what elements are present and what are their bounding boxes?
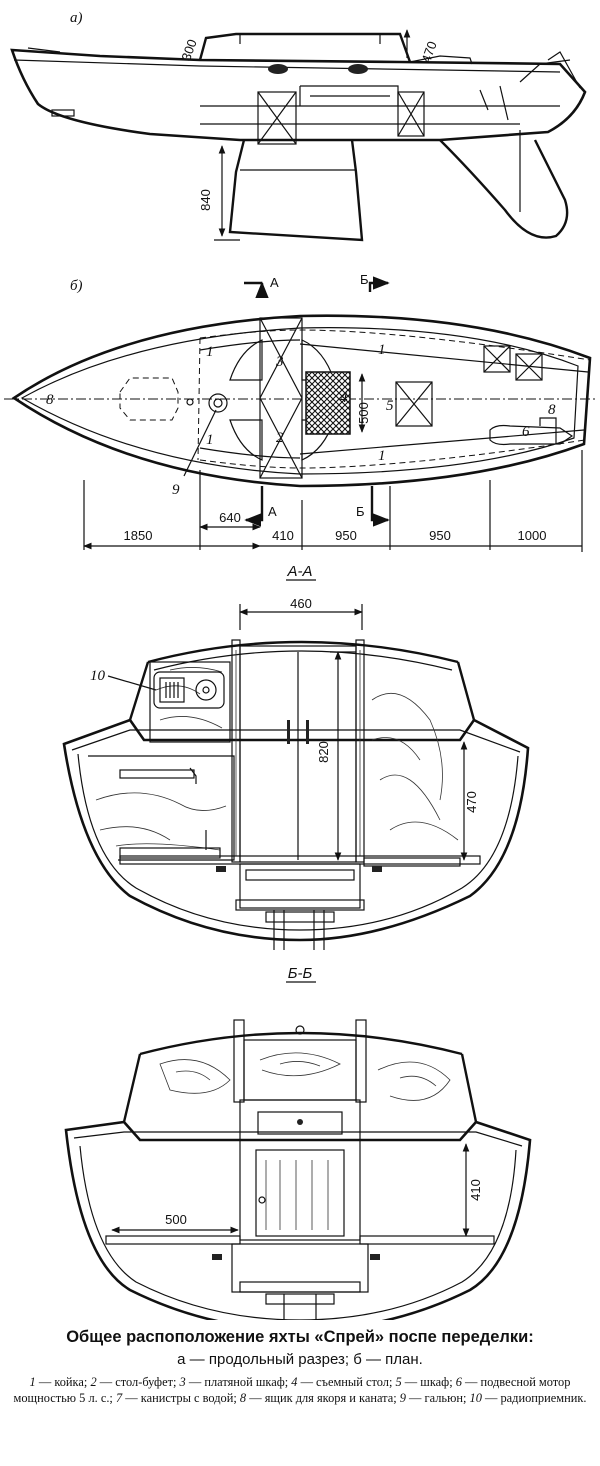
legend-item: 10 — радиоприемник. <box>470 1391 587 1405</box>
legend-number: 8 <box>239 1391 247 1405</box>
caption-subtitle: а — продольный разрез; б — план. <box>177 1351 423 1368</box>
callout-3: 3 <box>275 354 284 370</box>
legend-number: 4 <box>291 1375 298 1389</box>
legend-text: — подвесной мотор мощностью 5 л. с.; <box>13 1375 571 1405</box>
dim-820: 820 <box>316 741 331 763</box>
dim-840: 840 <box>198 189 213 211</box>
callout-4: 4 <box>340 390 348 406</box>
dim-410-plan: 410 <box>272 528 294 543</box>
legend-item: 2 — стол-буфет; <box>90 1375 179 1389</box>
plan-view: б) А Б 500 <box>4 272 598 552</box>
callout-10: 10 <box>90 668 106 684</box>
callout-6: 6 <box>522 424 530 440</box>
dim-470-section: 470 <box>464 791 479 813</box>
legend-item: 4 — съемный стол; <box>291 1375 395 1389</box>
dim-500-plan: 500 <box>356 402 371 424</box>
legend-item: 9 — гальюн; <box>400 1391 470 1405</box>
callout-1: 1 <box>378 448 386 464</box>
yacht-drawing: а) 300 470 <box>4 10 598 1320</box>
marker-a-bottom: А <box>268 504 277 519</box>
dim-1000: 1000 <box>518 528 547 543</box>
caption-legend: 1 — койка; 2 — стол-буфет; 3 — платяной … <box>0 1374 600 1406</box>
section-bb-title: Б-Б <box>288 965 313 982</box>
dim-460: 460 <box>290 596 312 611</box>
callout-8: 8 <box>46 392 54 408</box>
legend-number: 7 <box>115 1391 123 1405</box>
legend-number: 6 <box>455 1375 462 1389</box>
legend-text: — платяной шкаф; <box>185 1375 292 1389</box>
legend-number: 10 <box>469 1391 482 1405</box>
callout-5: 5 <box>386 398 394 414</box>
callout-8: 8 <box>548 402 556 418</box>
legend-item: 3 — платяной шкаф; <box>180 1375 292 1389</box>
marker-b-bottom: Б <box>356 504 365 519</box>
dim-950: 950 <box>429 528 451 543</box>
legend-text: — койка; <box>35 1375 91 1389</box>
legend-number: 9 <box>399 1391 406 1405</box>
caption-title: Общее распоположение яхты «Спрей» поспе … <box>66 1328 534 1346</box>
callout-2: 2 <box>276 430 284 446</box>
legend-text: — съемный стол; <box>297 1375 396 1389</box>
legend-text: — канистры с водой; <box>122 1391 240 1405</box>
legend-item: 1 — койка; <box>30 1375 91 1389</box>
porthole-icon <box>268 64 288 74</box>
section-aa: А-А 460 10 <box>62 563 530 950</box>
porthole-icon <box>348 64 368 74</box>
dim-470: 470 <box>418 39 440 65</box>
callout-1: 1 <box>206 344 214 360</box>
marker-a-top: А <box>270 275 279 290</box>
section-aa-title: А-А <box>286 563 312 580</box>
legend-text: — радиоприемник. <box>481 1391 587 1405</box>
callout-1: 1 <box>206 432 214 448</box>
legend-text: — шкаф; <box>401 1375 456 1389</box>
callout-9: 9 <box>172 482 180 498</box>
dim-300: 300 <box>178 37 200 63</box>
legend-number: 3 <box>179 1375 186 1389</box>
plan-view-label: б) <box>70 278 83 294</box>
dim-410-section: 410 <box>468 1179 483 1201</box>
profile-view-label: а) <box>70 10 83 26</box>
callout-1: 1 <box>378 342 386 358</box>
dim-1850: 1850 <box>124 528 153 543</box>
legend-text: — ящик для якоря и каната; <box>246 1391 400 1405</box>
head-icon <box>208 393 228 413</box>
legend-item: 5 — шкаф; <box>396 1375 456 1389</box>
legend-text: — стол-буфет; <box>96 1375 180 1389</box>
marker-b-top: Б <box>360 272 369 287</box>
dim-640: 640 <box>219 510 241 525</box>
legend-item: 7 — канистры с водой; <box>116 1391 240 1405</box>
section-bb: Б-Б 500 <box>64 965 532 1320</box>
legend-number: 1 <box>29 1375 36 1389</box>
legend-number: 2 <box>90 1375 97 1389</box>
dim-950: 950 <box>335 528 357 543</box>
figure-caption: Общее распоположение яхты «Спрей» поспе … <box>0 1322 600 1406</box>
legend-item: 8 — ящик для якоря и каната; <box>240 1391 400 1405</box>
dim-500-section: 500 <box>165 1212 187 1227</box>
legend-item: 6 — подвесной мотор мощностью 5 л. с.; <box>14 1375 571 1405</box>
profile-view: а) 300 470 <box>10 10 587 242</box>
legend-text: — гальюн; <box>405 1391 470 1405</box>
legend-number: 5 <box>395 1375 402 1389</box>
